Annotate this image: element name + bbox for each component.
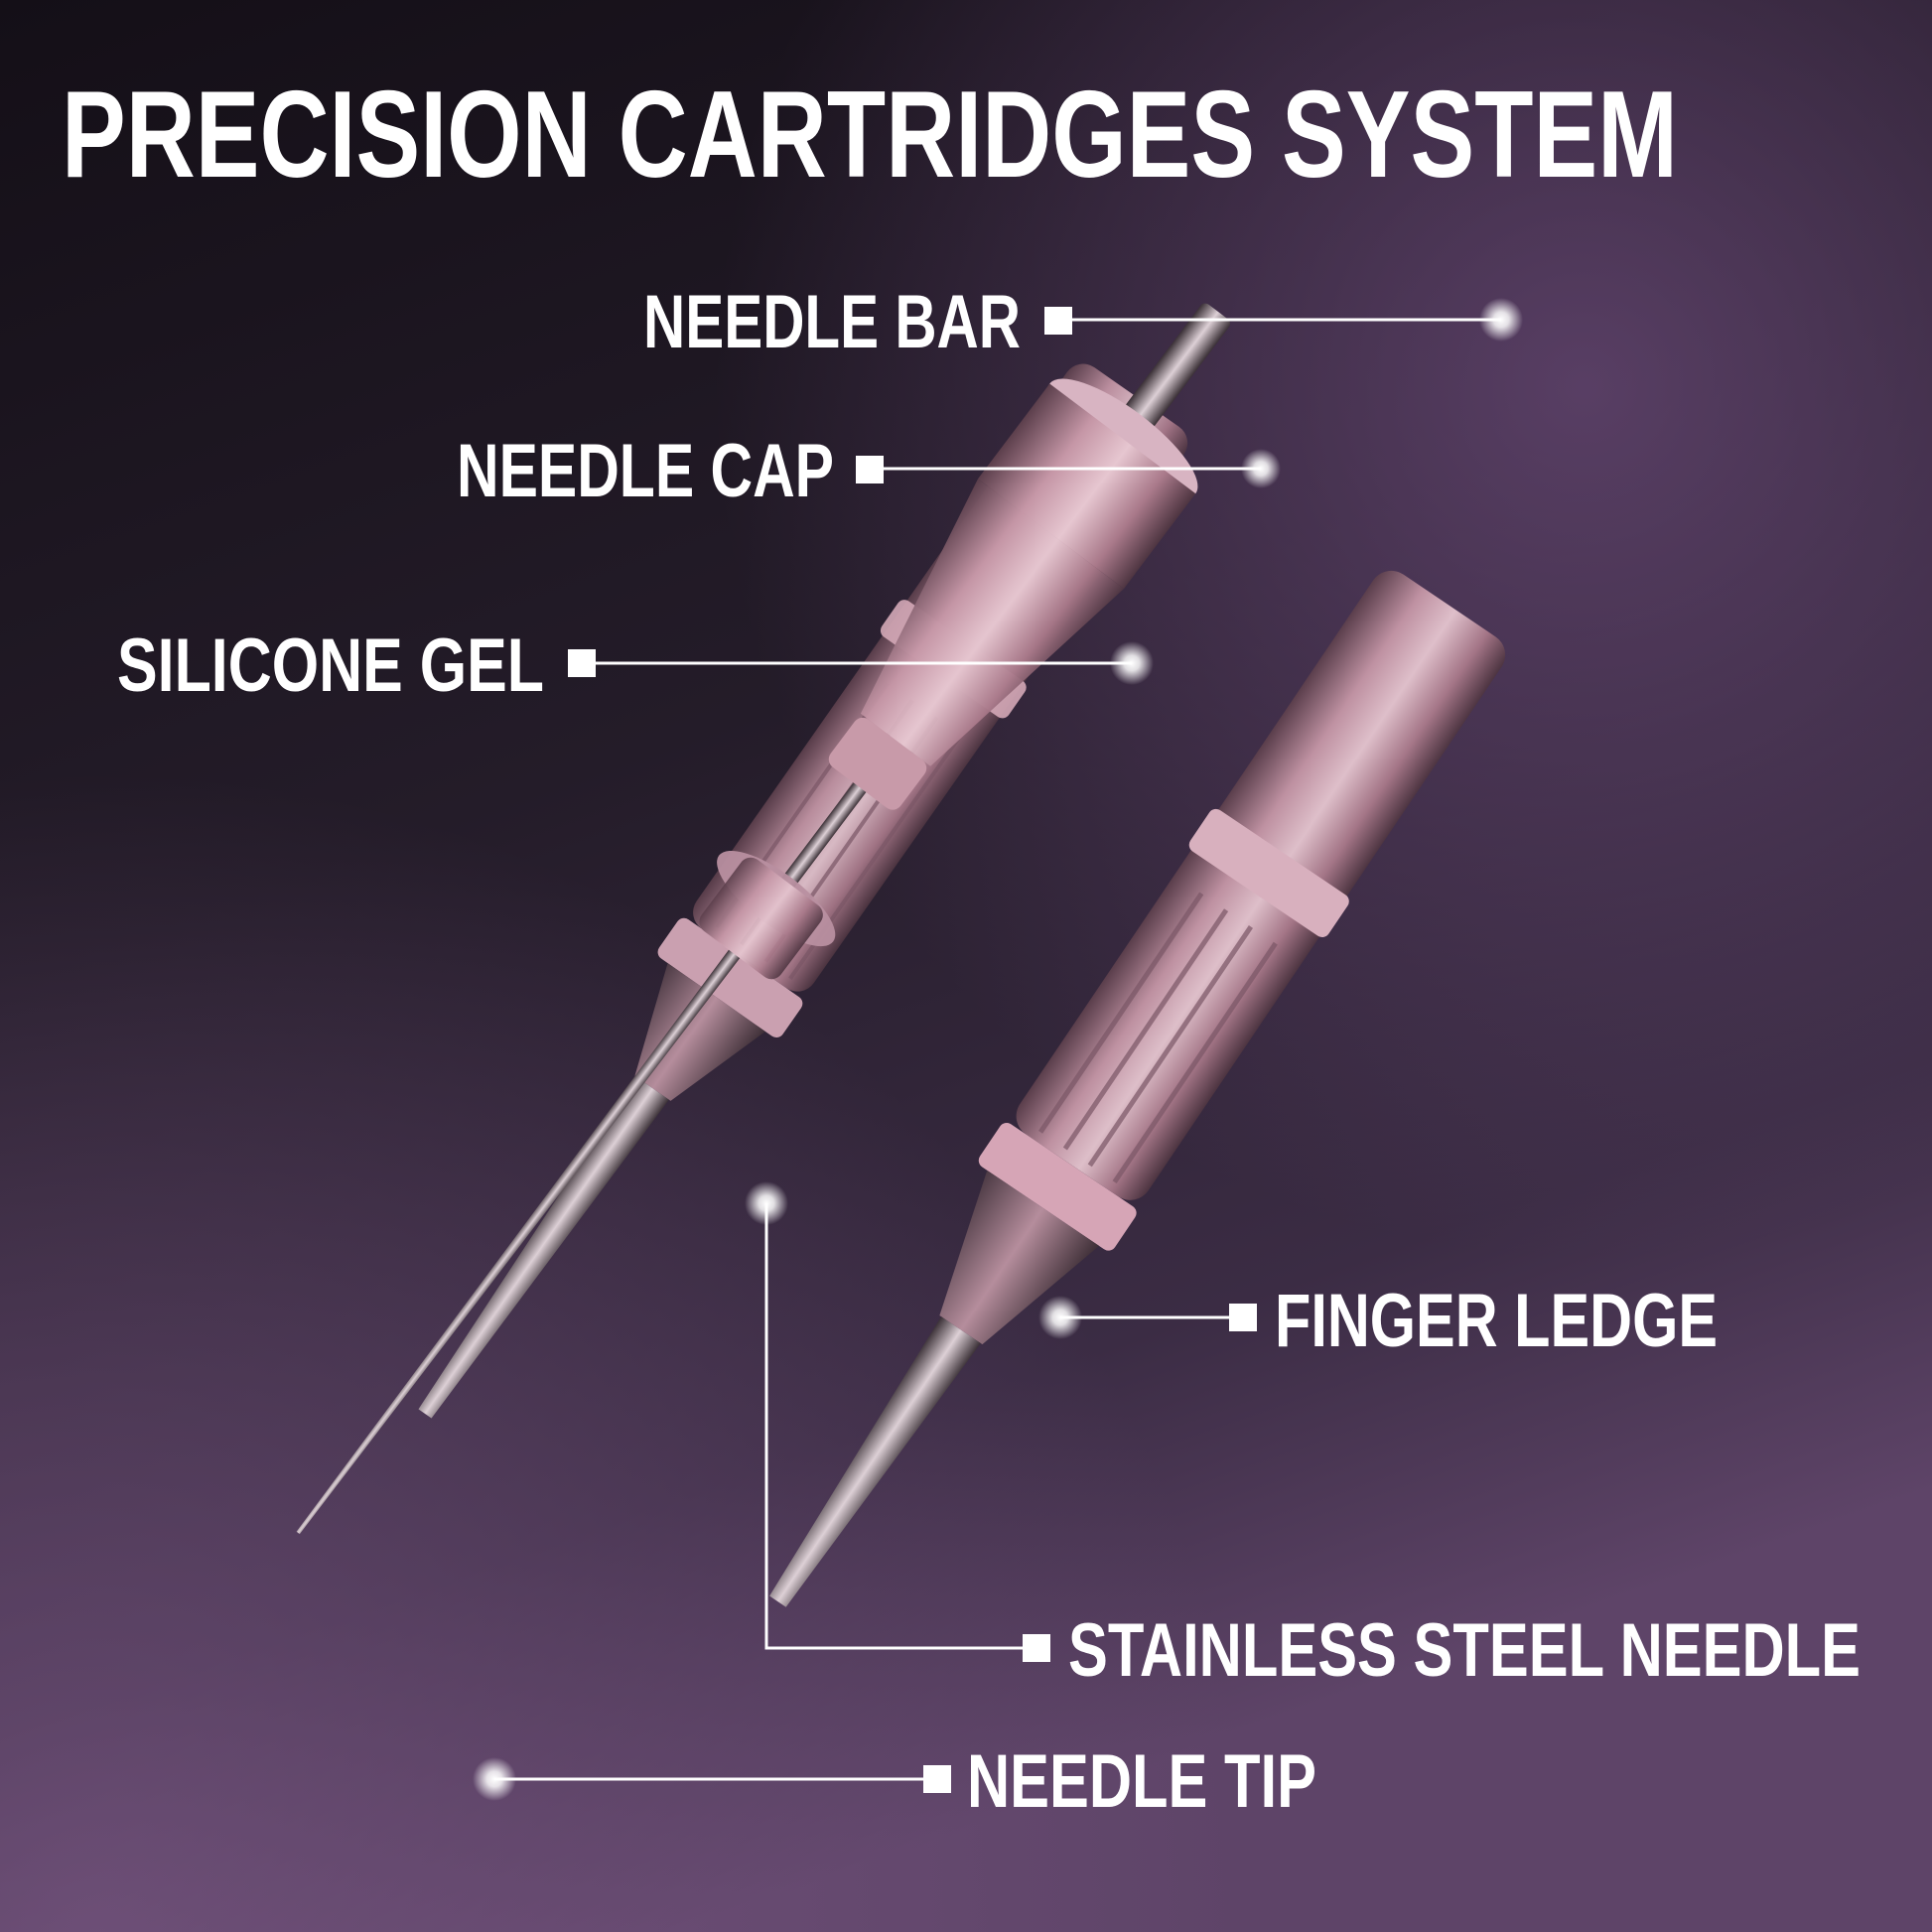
label-stainless-steel-needle: STAINLESS STEEL NEEDLE [1068, 1608, 1861, 1693]
cartridge-left-needle [418, 1076, 669, 1419]
sparkle-needle-cap [1241, 449, 1281, 488]
needle-collar-body [699, 857, 823, 980]
cartridge-right-grip-ribs [1037, 892, 1278, 1184]
sparkle-silicone-gel [1110, 641, 1154, 685]
sparkle-finger-ledge [1038, 1296, 1082, 1339]
cartridge-right-needle-tip [769, 1316, 981, 1607]
silicone-gel [860, 479, 1125, 766]
cartridge-right [769, 570, 1506, 1607]
cartridge-right-tip-cone [939, 1170, 1100, 1345]
silicone-gel-neck [828, 717, 927, 810]
needle-cap [978, 383, 1196, 590]
label-needle-cap: NEEDLE CAP [457, 429, 834, 513]
needle-assembly [296, 303, 1231, 1535]
bullet-needle-tip [923, 1765, 951, 1793]
sparkle-needle-tip [473, 1757, 516, 1801]
label-silicone-gel: SILICONE GEL [117, 623, 544, 708]
bullet-needle-bar [1044, 307, 1072, 335]
leader-bullets [568, 307, 1257, 1793]
needle-bar-rod [1116, 303, 1231, 440]
stainless-steel-needle [296, 949, 741, 1535]
needle-rod [781, 782, 867, 888]
label-needle-bar: NEEDLE BAR [643, 280, 1021, 364]
cartridge-right-ring [1188, 808, 1349, 938]
cartridge-left-collar [657, 917, 803, 1037]
label-needle-tip: NEEDLE TIP [967, 1739, 1316, 1824]
bullet-finger-ledge [1229, 1304, 1257, 1331]
leader-lines [494, 318, 1501, 1781]
leader-stainless-steel-needle [764, 1203, 1025, 1650]
bullet-needle-cap [856, 456, 884, 483]
sparkles [473, 298, 1523, 1801]
page-title: PRECISION CARTRIDGES SYSTEM [62, 67, 1678, 204]
sparkle-needle-bar [1479, 298, 1523, 342]
finger-ledge [978, 1122, 1137, 1251]
bullet-stainless-steel-needle [1023, 1634, 1050, 1662]
bullet-silicone-gel [568, 649, 596, 677]
label-finger-ledge: FINGER LEDGE [1275, 1279, 1718, 1363]
cartridge-left-tip-cone [634, 963, 765, 1101]
sparkle-stainless-steel-needle [745, 1181, 788, 1225]
